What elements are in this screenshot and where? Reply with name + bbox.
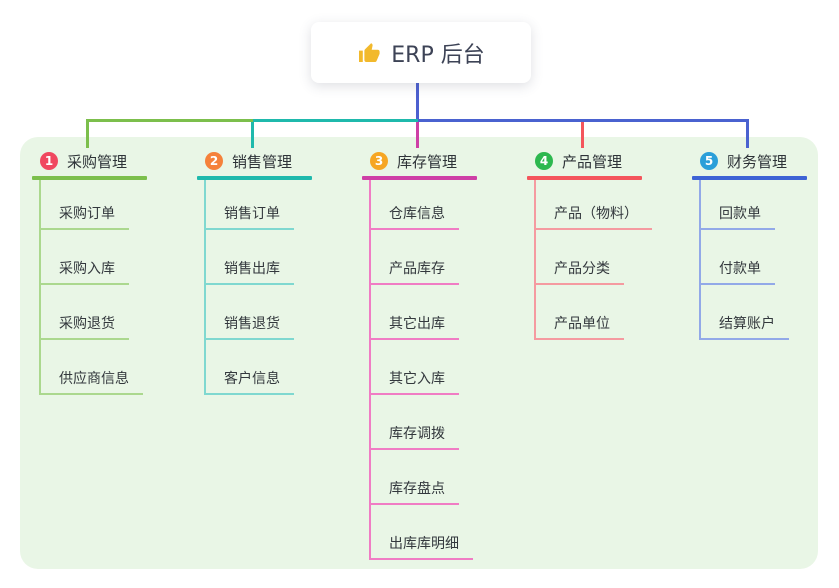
branch-header[interactable]: 4 产品管理	[527, 146, 687, 176]
child-item[interactable]: 产品单位	[536, 285, 624, 340]
child-item[interactable]: 采购退货	[41, 285, 129, 340]
child-item[interactable]: 产品库存	[371, 230, 459, 285]
child-item[interactable]: 出库库明细	[371, 505, 473, 560]
child-item[interactable]: 结算账户	[701, 285, 789, 340]
branch-header[interactable]: 2 销售管理	[197, 146, 357, 176]
child-item[interactable]: 库存盘点	[371, 450, 459, 505]
branch-header[interactable]: 5 财务管理	[692, 146, 839, 176]
branch-underline	[197, 176, 312, 180]
child-item[interactable]: 其它出库	[371, 285, 459, 340]
branch-underline	[32, 176, 147, 180]
connector-drop-inventory	[416, 122, 419, 148]
child-item[interactable]: 仓库信息	[371, 180, 459, 230]
root-title: ERP 后台	[391, 42, 485, 68]
child-item[interactable]: 回款单	[701, 180, 775, 230]
branch-label: 采购管理	[67, 152, 128, 171]
branch-label: 财务管理	[727, 152, 788, 171]
branch-number-badge: 3	[370, 152, 388, 170]
branch-children: 产品（物料） 产品分类 产品单位	[534, 180, 652, 340]
branch-number-badge: 4	[535, 152, 553, 170]
branch-label: 库存管理	[397, 152, 458, 171]
child-item[interactable]: 其它入库	[371, 340, 459, 395]
connector-bus-left	[86, 119, 253, 122]
connector-bus-mid	[253, 119, 418, 122]
connector-bus-right	[418, 119, 749, 122]
branch-underline	[362, 176, 477, 180]
branch-children: 采购订单 采购入库 采购退货 供应商信息	[39, 180, 143, 395]
child-item[interactable]: 采购订单	[41, 180, 129, 230]
child-item[interactable]: 付款单	[701, 230, 775, 285]
branch-sales: 2 销售管理 销售订单 销售出库 销售退货 客户信息	[197, 146, 357, 395]
child-item[interactable]: 采购入库	[41, 230, 129, 285]
child-item[interactable]: 销售订单	[206, 180, 294, 230]
connector-drop-finance	[746, 122, 749, 148]
branch-children: 仓库信息 产品库存 其它出库 其它入库 库存调拨 库存盘点 出库库明细	[369, 180, 473, 560]
branch-header[interactable]: 3 库存管理	[362, 146, 522, 176]
branch-product: 4 产品管理 产品（物料） 产品分类 产品单位	[527, 146, 687, 340]
child-item[interactable]: 供应商信息	[41, 340, 143, 395]
branch-label: 产品管理	[562, 152, 623, 171]
branch-children: 回款单 付款单 结算账户	[699, 180, 789, 340]
child-item[interactable]: 库存调拨	[371, 395, 459, 450]
child-item[interactable]: 产品分类	[536, 230, 624, 285]
branch-children: 销售订单 销售出库 销售退货 客户信息	[204, 180, 294, 395]
branch-number-badge: 2	[205, 152, 223, 170]
connector-drop-purchase	[86, 122, 89, 148]
branch-finance: 5 财务管理 回款单 付款单 结算账户	[692, 146, 839, 340]
branch-underline	[527, 176, 642, 180]
branch-underline	[692, 176, 807, 180]
branch-number-badge: 5	[700, 152, 718, 170]
connector-drop-product	[581, 122, 584, 148]
branch-header[interactable]: 1 采购管理	[32, 146, 192, 176]
branch-number-badge: 1	[40, 152, 58, 170]
mindmap-panel	[20, 137, 818, 569]
child-item[interactable]: 销售退货	[206, 285, 294, 340]
connector-drop-sales	[251, 122, 254, 148]
branch-inventory: 3 库存管理 仓库信息 产品库存 其它出库 其它入库 库存调拨 库存盘点 出库库…	[362, 146, 522, 560]
thumbs-up-icon	[359, 42, 380, 62]
connector-root-drop	[416, 83, 419, 119]
branch-purchase: 1 采购管理 采购订单 采购入库 采购退货 供应商信息	[32, 146, 192, 395]
branch-label: 销售管理	[232, 152, 293, 171]
root-node[interactable]: ERP 后台	[311, 22, 531, 83]
child-item[interactable]: 客户信息	[206, 340, 294, 395]
child-item[interactable]: 销售出库	[206, 230, 294, 285]
child-item[interactable]: 产品（物料）	[536, 180, 652, 230]
